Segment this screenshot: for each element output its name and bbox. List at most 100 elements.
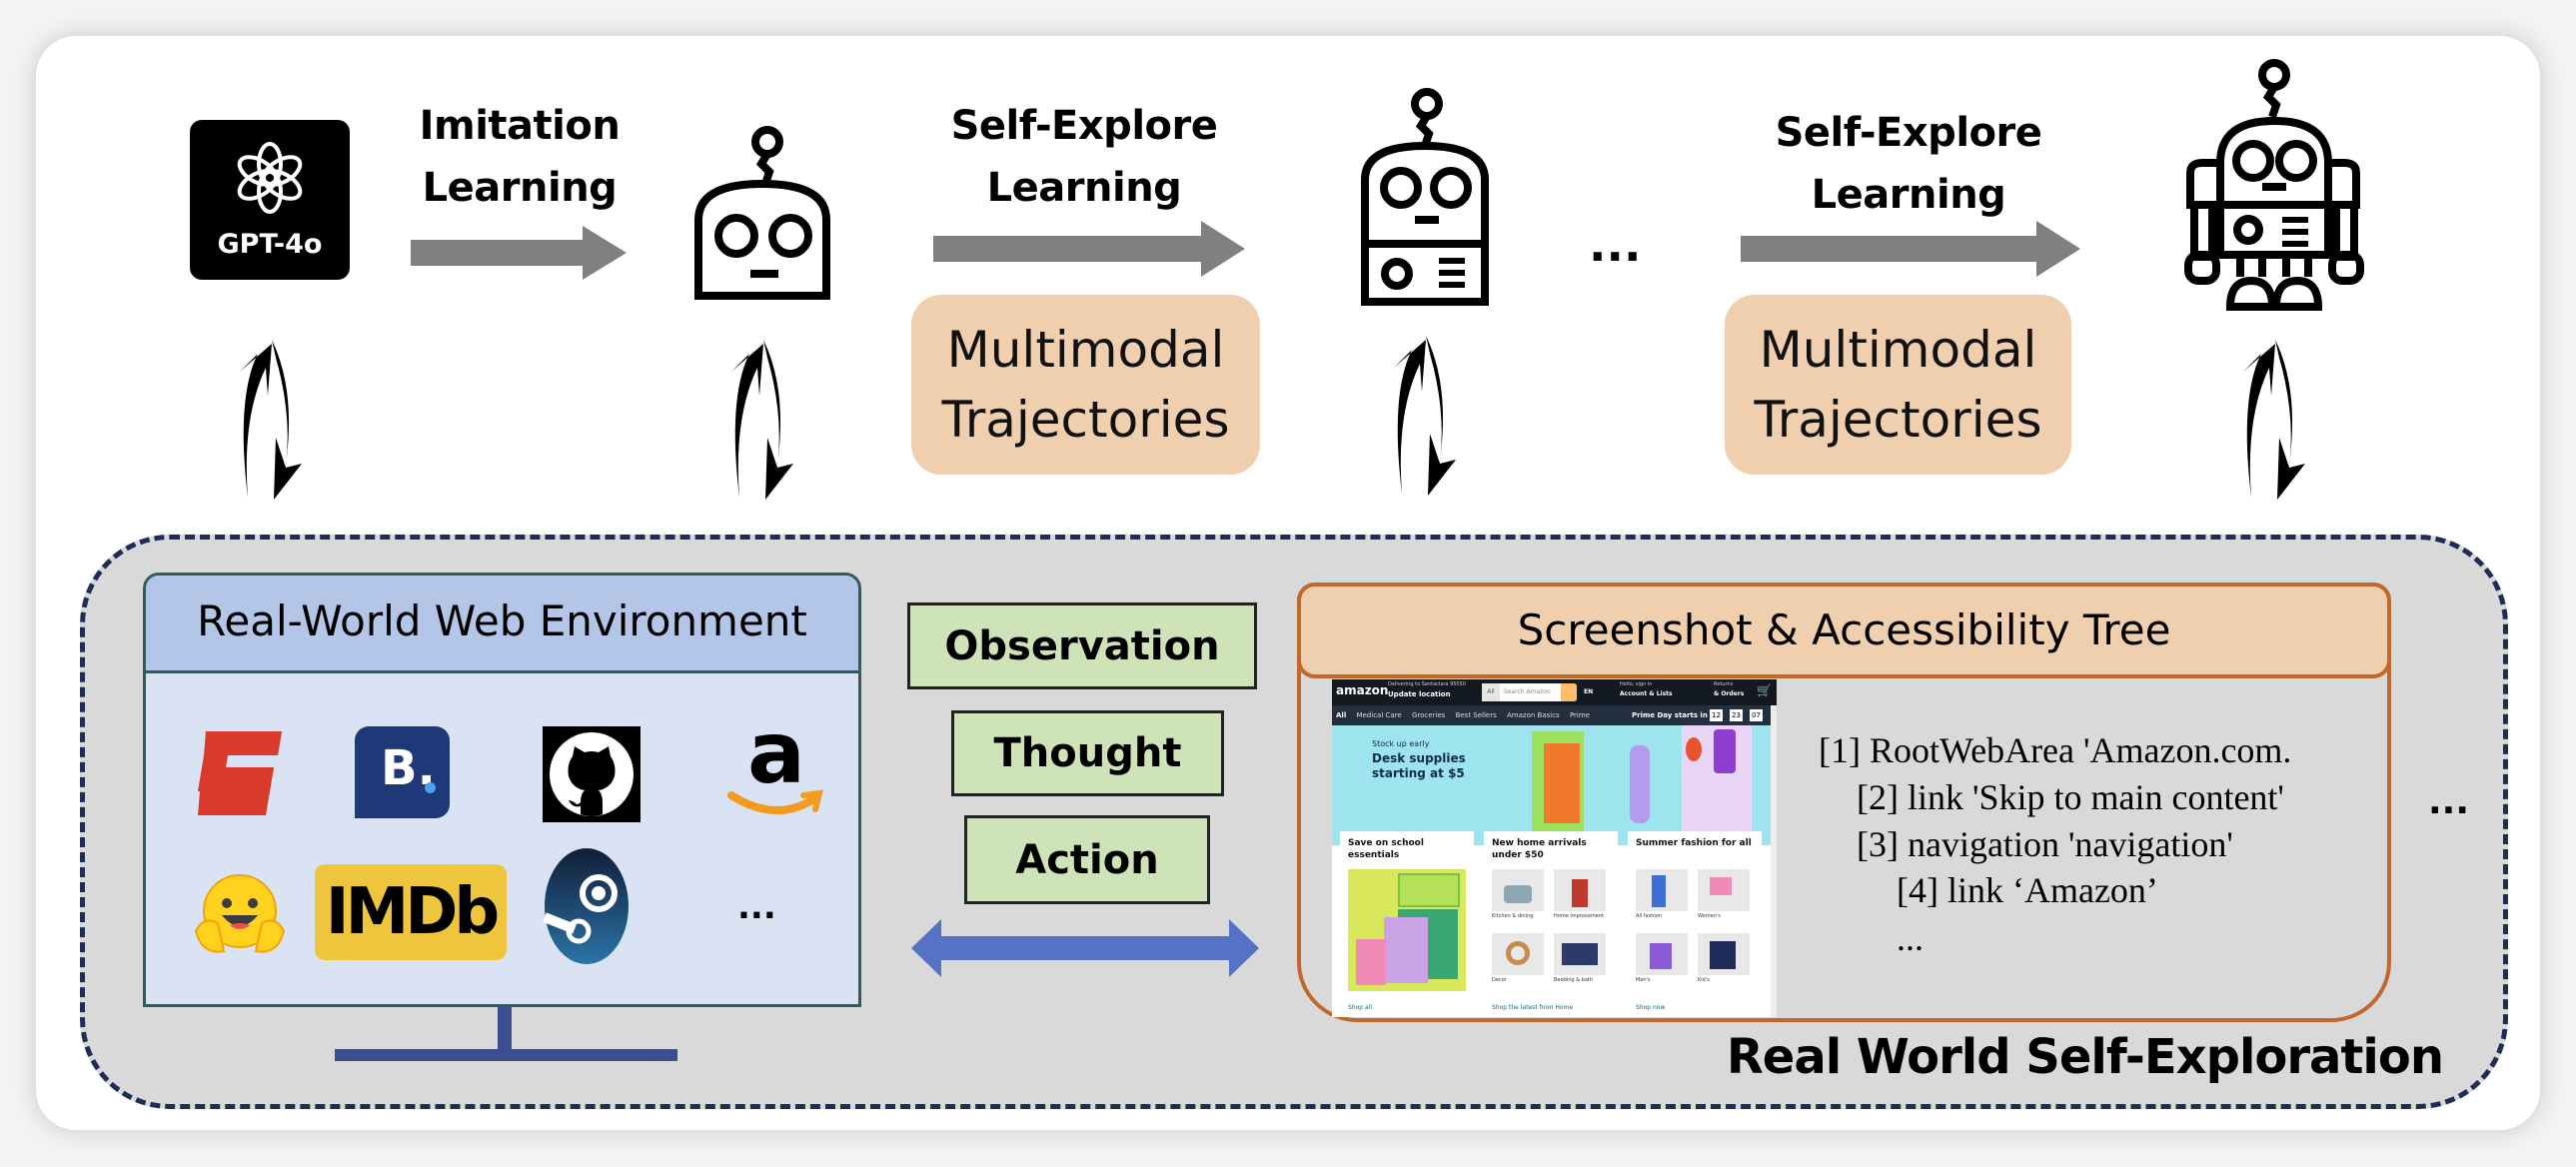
stage-arrow-icon — [1741, 221, 2080, 277]
tree-line: [1] RootWebArea 'Amazon.com. — [1819, 730, 2292, 770]
stage-label-line2: Learning — [422, 165, 618, 211]
steam-logo-icon — [543, 848, 629, 964]
tree-line: [2] link 'Skip to main content' — [1857, 777, 2284, 817]
nav-item[interactable]: Groceries — [1411, 711, 1446, 719]
deal-card-title: Summer fashion for all — [1636, 838, 1752, 848]
stage-label-self-explore-2: Self-Explore Learning — [1744, 102, 2073, 226]
search-placeholder[interactable]: Search Amazon — [1504, 688, 1551, 695]
model-name: GPT-4o — [217, 229, 323, 260]
returns-label: Returns — [1714, 681, 1734, 687]
product-thumb[interactable] — [1492, 869, 1544, 911]
orders-link[interactable]: & Orders — [1714, 690, 1745, 697]
tree-line: [3] navigation 'navigation' — [1857, 824, 2233, 864]
product-thumb[interactable] — [1492, 933, 1544, 975]
deal-card[interactable]: Summer fashion for all All fashion Women… — [1628, 831, 1762, 1017]
search-category[interactable]: All — [1482, 683, 1500, 701]
amazon-search-bar[interactable]: All Search Amazon — [1482, 683, 1577, 701]
product-caption: Kid's — [1698, 977, 1710, 983]
robot-head-icon — [694, 126, 830, 300]
product-caption: Bedding & bath — [1554, 977, 1594, 983]
environment-title: Real World Self-Exploration — [1726, 1029, 2444, 1085]
deal-card[interactable]: Save on school essentials Shop all — [1340, 831, 1474, 1017]
espn-logo-icon — [198, 731, 282, 815]
gpt-4o-badge: GPT-4o — [190, 120, 350, 280]
amazon-logo-text: a — [747, 703, 806, 803]
cycle-arrows-icon — [1394, 336, 1456, 496]
amazon-screenshot: amazon Delivering to Santaclara 95050 Up… — [1332, 679, 1777, 1017]
stage-label-line1: Self-Explore — [950, 103, 1218, 149]
product-thumb[interactable] — [1554, 933, 1606, 975]
deliver-to: Delivering to Santaclara 95050 — [1388, 681, 1466, 687]
monitor-base — [335, 1049, 677, 1061]
product-caption: All fashion — [1636, 913, 1663, 919]
hero-product-mouse — [1686, 737, 1702, 761]
product-thumb[interactable] — [1636, 933, 1688, 975]
tree-line: ... — [1897, 918, 1924, 958]
robot-full-body-icon — [2184, 59, 2364, 311]
product-thumb[interactable] — [1636, 869, 1688, 911]
deal-card-image — [1348, 869, 1466, 991]
stage-label-line1: Imitation — [419, 103, 621, 149]
thought-box: Thought — [951, 710, 1224, 796]
product-thumb[interactable] — [1698, 933, 1750, 975]
booking-logo-icon: B. — [355, 726, 450, 818]
observation-box: Observation — [907, 602, 1257, 689]
nav-item[interactable]: All — [1336, 711, 1347, 719]
update-location-link[interactable]: Update location — [1388, 690, 1451, 698]
amazon-smile — [727, 789, 823, 814]
amazon-top-nav: amazon Delivering to Santaclara 95050 Up… — [1332, 679, 1777, 705]
amazon-logo-icon: a — [727, 703, 823, 821]
hero-banner[interactable]: Stock up early Desk supplies starting at… — [1332, 725, 1772, 845]
hero-headline-2: starting at $5 — [1372, 766, 1465, 780]
countdown-minutes: 23 — [1730, 709, 1743, 721]
pipeline-ellipsis: ... — [1589, 218, 1642, 272]
imdb-logo-text: IMDb — [325, 875, 500, 949]
cycle-arrows-icon — [240, 340, 302, 500]
deal-card-link[interactable]: Shop all — [1348, 1004, 1373, 1011]
stage-arrow-icon — [933, 221, 1245, 277]
robot-torso-icon — [1361, 88, 1489, 306]
deal-card-title: New home arrivals under $50 — [1492, 838, 1587, 860]
account-lists-link[interactable]: Account & Lists — [1620, 690, 1673, 697]
product-caption: Women's — [1698, 913, 1721, 919]
prime-day-label: Prime Day starts in — [1632, 711, 1708, 719]
more-sites-ellipsis: ... — [737, 887, 776, 927]
trajectory-box-1: Multimodal Trajectories — [911, 295, 1260, 475]
product-thumb[interactable] — [1554, 869, 1606, 911]
product-caption: Décor — [1492, 977, 1507, 983]
product-thumb[interactable] — [1698, 869, 1750, 911]
amazon-logo: amazon — [1336, 683, 1389, 697]
product-caption: Men's — [1636, 977, 1651, 983]
hugging-face-logo-icon — [194, 874, 286, 953]
hero-product-book — [1544, 743, 1580, 823]
stage-label-line2: Learning — [986, 165, 1182, 211]
nav-item[interactable]: Prime — [1569, 711, 1590, 719]
account-greeting: Hello, sign in — [1620, 681, 1653, 687]
screenshot-scrollbar[interactable] — [1771, 705, 1777, 1017]
cart-icon[interactable]: 🛒 — [1757, 683, 1772, 697]
more-observations-ellipsis: ... — [2428, 781, 2470, 822]
language-selector[interactable]: EN — [1584, 688, 1594, 695]
product-caption: Kitchen & dining — [1492, 913, 1534, 919]
search-icon[interactable] — [1561, 683, 1577, 701]
deal-card-link[interactable]: Shop the latest from Home — [1492, 1004, 1574, 1011]
nav-item[interactable]: Amazon Basics — [1507, 711, 1560, 719]
web-environment-title: Real-World Web Environment — [146, 576, 858, 673]
countdown-seconds: 07 — [1750, 709, 1763, 721]
booking-dot — [425, 782, 436, 793]
github-logo-icon — [543, 726, 641, 822]
deal-card-link[interactable]: Shop now — [1636, 1004, 1666, 1011]
nav-item[interactable]: Medical Care — [1356, 711, 1402, 719]
amazon-sub-nav: All Medical Care Groceries Best Sellers … — [1332, 705, 1777, 725]
hero-product-bottle — [1630, 745, 1650, 823]
deal-card[interactable]: New home arrivals under $50 Kitchen & di… — [1484, 831, 1618, 1017]
trajectory-line2: Trajectories — [1754, 391, 2042, 449]
tree-line: [4] link ‘Amazon’ — [1897, 870, 2158, 910]
stage-arrow-icon — [411, 226, 627, 280]
hero-headline-1: Desk supplies — [1372, 751, 1466, 765]
nav-item[interactable]: Best Sellers — [1455, 711, 1497, 719]
trajectory-line1: Multimodal — [946, 321, 1225, 379]
stage-label-line2: Learning — [1811, 172, 2006, 218]
trajectory-line1: Multimodal — [1759, 321, 2037, 379]
cycle-arrows-icon — [2243, 340, 2305, 500]
